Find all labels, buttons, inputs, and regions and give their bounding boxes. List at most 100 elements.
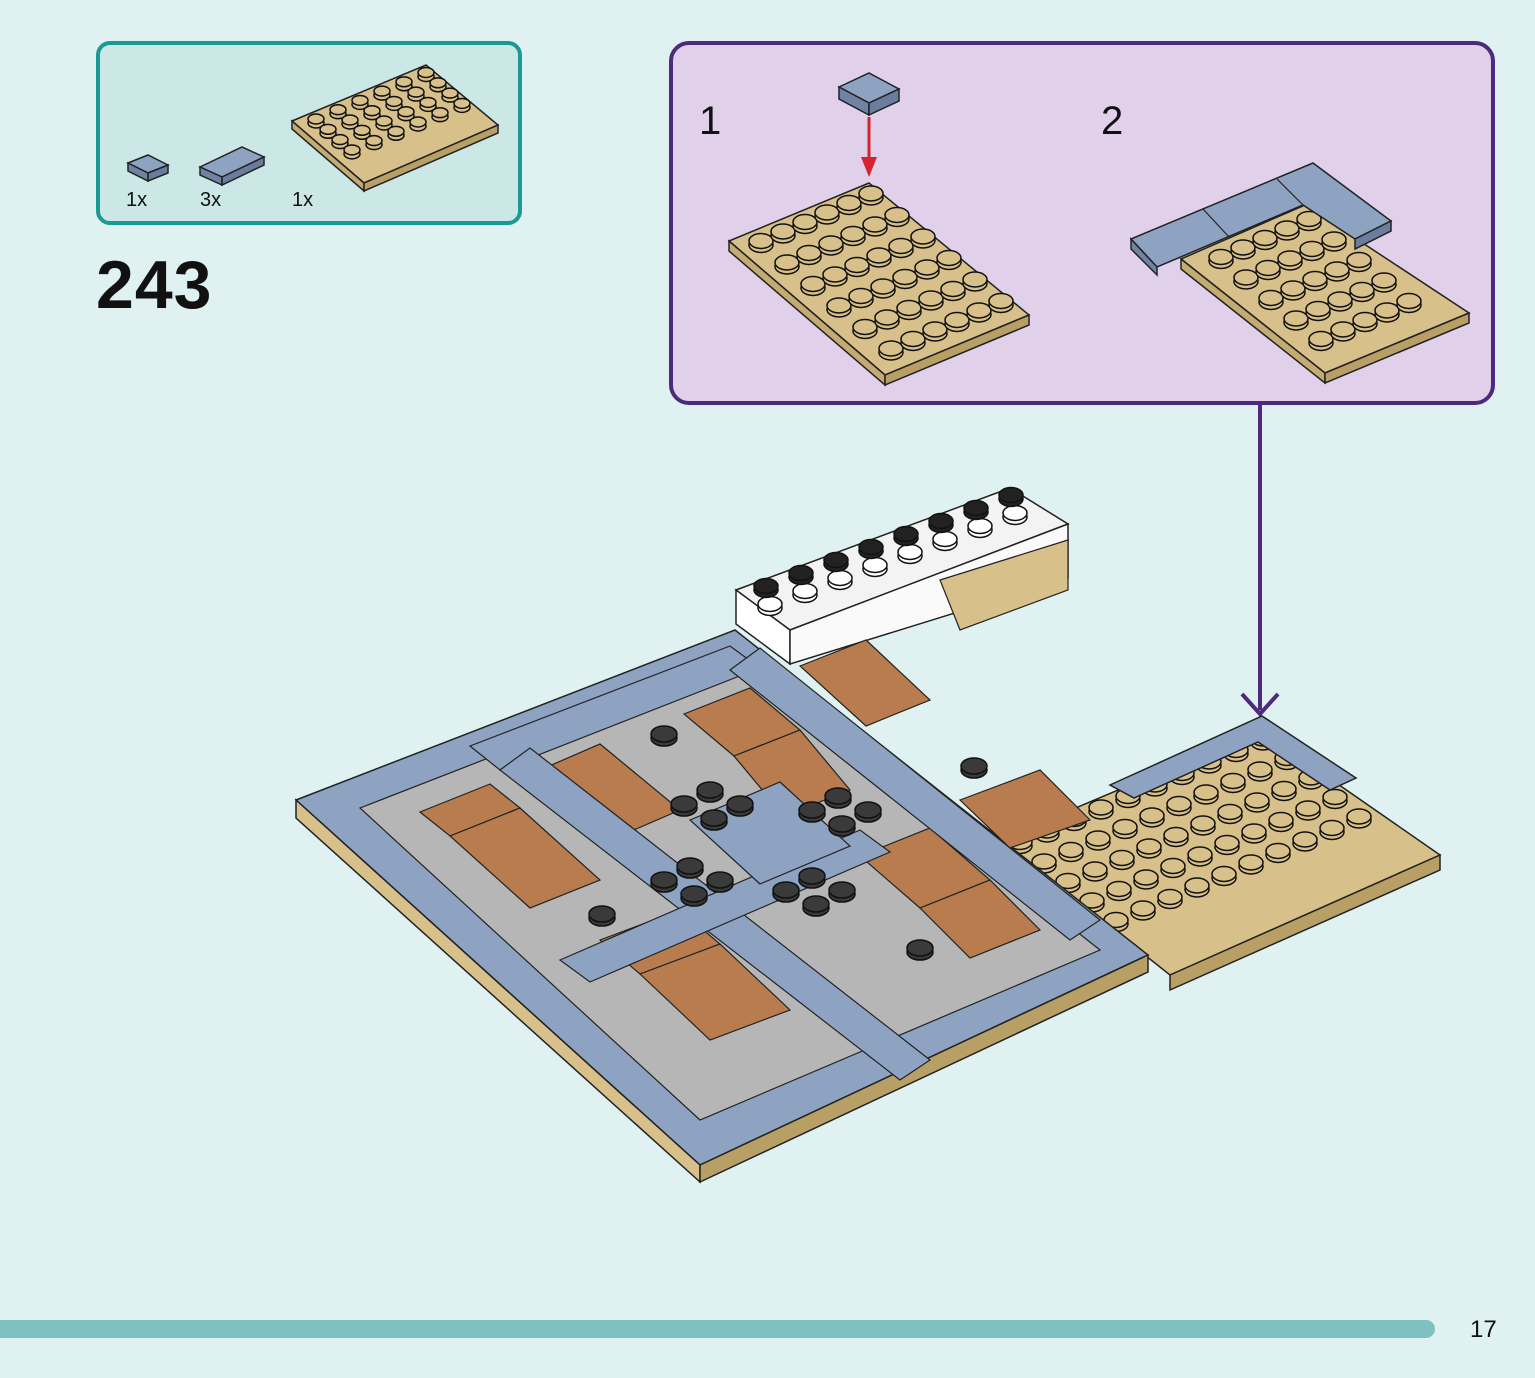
stud-icon (966, 302, 992, 319)
stud-icon (1130, 900, 1156, 917)
stud-icon (1163, 830, 1189, 848)
stud-icon (650, 871, 678, 889)
stud-icon (307, 113, 325, 125)
stud-icon (1299, 240, 1325, 258)
stud-icon (757, 595, 783, 613)
stud-icon (844, 256, 870, 274)
part-quantity-2: 3x (200, 189, 222, 211)
stud-icon (854, 805, 882, 823)
stud-icon (1169, 768, 1195, 786)
stud-icon (1322, 788, 1348, 806)
stud-icon (1241, 823, 1267, 840)
stud-icon (897, 547, 923, 565)
stud-icon (395, 76, 413, 88)
stud-icon (828, 881, 856, 899)
stud-icon (1193, 788, 1219, 805)
parts-list-box: 1x 3x 1x (96, 41, 522, 225)
stud-icon (1238, 858, 1264, 875)
stud-icon (928, 516, 954, 534)
stud-icon (1106, 884, 1132, 902)
stud-icon (1103, 911, 1129, 929)
stud-icon (772, 881, 800, 899)
stud-icon (1112, 822, 1138, 840)
stud-icon (796, 244, 822, 262)
stud-icon (1196, 753, 1222, 770)
stud-icon (792, 582, 818, 600)
stud-icon (827, 573, 853, 591)
stud-icon (1327, 291, 1353, 308)
stud-icon (1058, 845, 1084, 863)
stud-icon (1274, 753, 1300, 771)
stud-icon (1082, 865, 1108, 882)
stud-icon (1139, 807, 1165, 824)
stud-icon (1002, 508, 1028, 526)
stud-icon (1109, 849, 1135, 867)
callout-connector-arrow-icon (1240, 405, 1280, 717)
stud-icon (866, 247, 892, 264)
stud-icon (814, 204, 840, 221)
tile-1x4-icon (198, 146, 266, 187)
stud-icon (858, 185, 884, 202)
stud-icon (1277, 250, 1303, 267)
sub-step-1-label: 1 (699, 99, 722, 143)
stud-icon (893, 525, 919, 543)
stud-icon (792, 213, 818, 231)
stud-icon (1055, 872, 1081, 890)
stud-icon (928, 512, 954, 530)
stud-icon (1268, 811, 1294, 829)
stud-icon (770, 223, 796, 240)
subassembly-illustration (727, 72, 1471, 387)
stud-icon (858, 538, 884, 556)
stud-icon (1371, 272, 1397, 289)
stud-icon (1330, 321, 1356, 338)
stud-icon (788, 564, 814, 582)
tile-1x1-icon (126, 154, 170, 183)
stud-icon (1319, 819, 1345, 837)
stud-icon (1247, 765, 1273, 782)
stud-icon (696, 781, 724, 799)
stud-icon (1082, 861, 1108, 878)
stud-icon (1055, 876, 1081, 894)
stud-icon (1208, 248, 1234, 266)
stud-icon (1233, 269, 1259, 286)
stud-icon (960, 761, 988, 779)
stud-icon (1274, 749, 1300, 767)
stud-icon (828, 819, 856, 837)
stud-icon (1061, 810, 1087, 828)
stud-icon (862, 216, 888, 233)
stud-icon (1103, 915, 1129, 933)
stud-icon (753, 581, 779, 599)
stud-icon (874, 309, 900, 326)
stud-icon (1133, 873, 1159, 890)
stud-icon (407, 86, 425, 98)
stud-icon (1187, 850, 1213, 867)
stud-icon (788, 568, 814, 586)
stud-icon (1088, 803, 1114, 820)
stud-icon (706, 871, 734, 889)
stud-icon (329, 103, 347, 116)
stud-icon (906, 943, 934, 961)
stud-icon (1142, 780, 1168, 797)
stud-icon (932, 534, 958, 552)
stud-icon (960, 757, 988, 775)
stud-icon (417, 66, 435, 79)
stud-icon (1214, 838, 1240, 856)
stud-icon (1031, 857, 1057, 874)
stud-icon (828, 815, 856, 833)
stud-icon (827, 569, 853, 587)
stud-icon (858, 542, 884, 560)
stud-icon (1271, 784, 1297, 802)
stud-icon (798, 801, 826, 819)
stud-icon (1220, 772, 1246, 790)
stud-icon (1184, 881, 1210, 898)
stud-icon (1190, 815, 1216, 832)
stud-icon (1298, 773, 1324, 790)
stud-icon (1252, 229, 1278, 247)
stud-icon (1346, 812, 1372, 829)
stud-icon (1169, 764, 1195, 782)
stud-icon (792, 586, 818, 604)
stud-icon (1268, 815, 1294, 833)
stud-icon (650, 725, 678, 743)
stud-icon (670, 799, 698, 817)
stud-icon (431, 106, 449, 119)
